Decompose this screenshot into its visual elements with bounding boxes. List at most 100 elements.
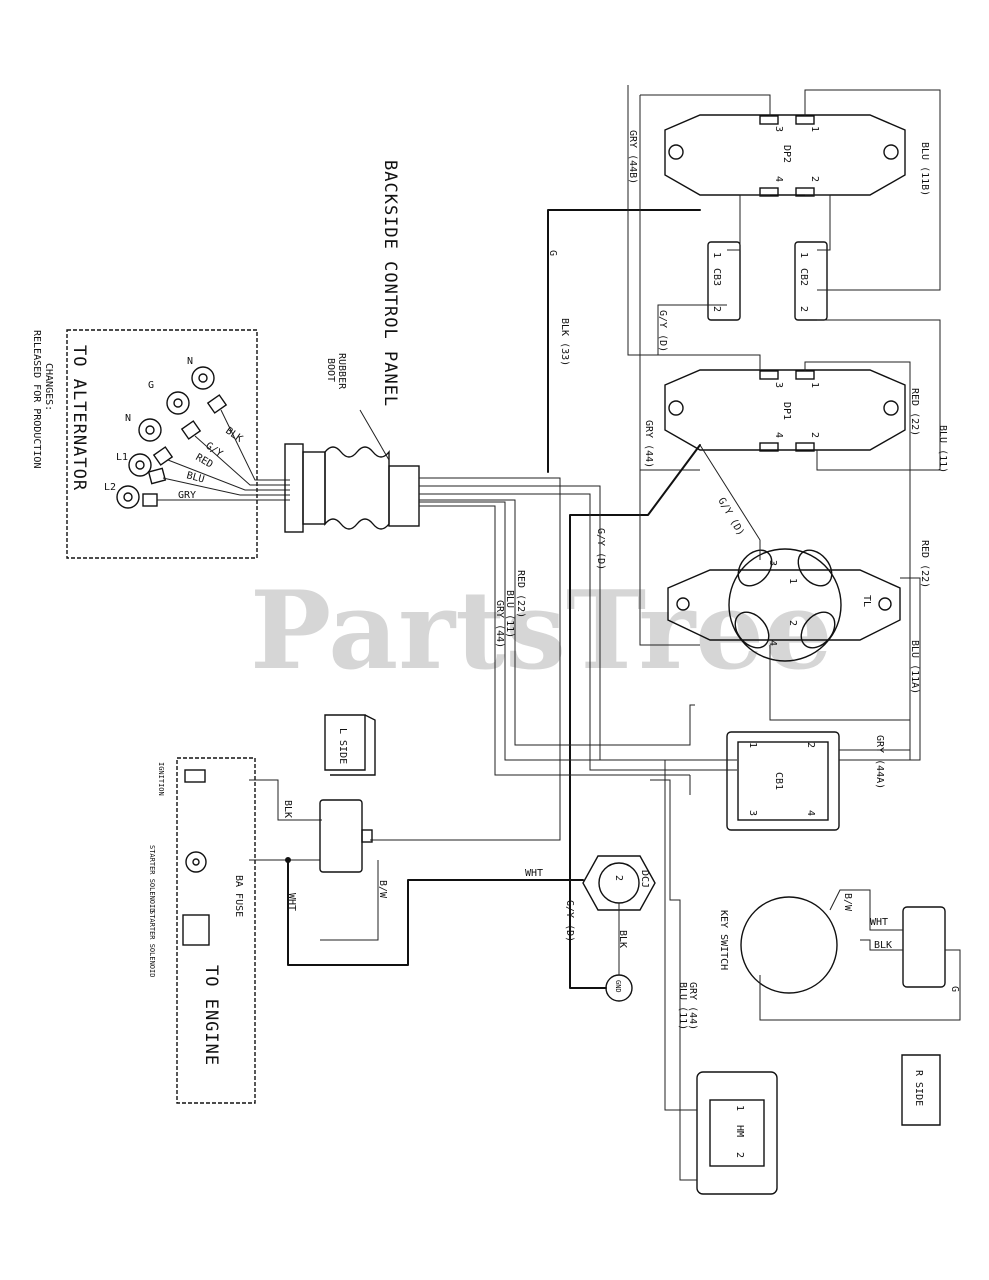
l-side-marker: L SIDE — [324, 714, 376, 776]
svg-text:BLU (11): BLU (11) — [504, 590, 515, 638]
svg-text:G: G — [148, 380, 154, 391]
cb3-label: CB3 — [711, 268, 722, 286]
svg-text:2: 2 — [809, 432, 820, 438]
svg-text:RED (22): RED (22) — [909, 388, 920, 436]
cb1-label: CB1 — [773, 772, 784, 790]
svg-text:N: N — [125, 413, 131, 424]
alternator-box: TO ALTERNATOR — [66, 329, 258, 559]
cb2-breaker: CB2 1 2 — [794, 241, 828, 321]
svg-text:IGNITION: IGNITION — [157, 762, 165, 796]
tl-receptacle: TL 1 2 3 4 — [667, 548, 901, 662]
terminal-block — [319, 799, 373, 873]
svg-text:BLK: BLK — [874, 940, 892, 951]
svg-text:KEY SWITCH: KEY SWITCH — [718, 910, 729, 970]
changes-label: CHANGES: — [43, 363, 54, 411]
svg-text:L2: L2 — [104, 482, 116, 493]
svg-text:GND: GND — [614, 980, 622, 993]
r-side-marker: R SIDE — [901, 1054, 941, 1126]
engine-label: TO ENGINE — [201, 965, 221, 1066]
wire-labels: G BLK (33) GRY (44B) BLU (11B) G/Y (D) G… — [282, 130, 960, 1030]
svg-text:RED (22): RED (22) — [515, 570, 526, 618]
svg-text:2: 2 — [613, 875, 624, 881]
dp1-outlet: DP1 3 1 4 2 — [664, 369, 906, 452]
engine-box: TO ENGINE IGNITION STARTER SOLENOID STAR… — [148, 757, 256, 1104]
svg-text:GRY (44): GRY (44) — [643, 420, 654, 468]
watermark: PartsTree — [250, 568, 833, 694]
dp2-label: DP2 — [781, 145, 792, 163]
svg-text:G: G — [949, 986, 960, 992]
cb2-label: CB2 — [798, 268, 809, 286]
hm-meter: HM 1 2 — [696, 1071, 778, 1195]
dcj-jack: DCJ 2 — [582, 855, 656, 911]
svg-text:RELEASED FOR PRODUCTION: RELEASED FOR PRODUCTION — [31, 330, 42, 468]
tl-label: TL — [861, 595, 872, 607]
alternator-lead-labels: N G N L1 L2 BLK G/Y RED BLU GRY — [104, 356, 244, 501]
svg-text:BLU: BLU — [185, 470, 205, 485]
svg-text:3: 3 — [773, 126, 784, 132]
svg-text:1: 1 — [809, 382, 820, 388]
svg-text:BA FUSE: BA FUSE — [233, 875, 244, 917]
svg-text:1: 1 — [747, 742, 758, 748]
svg-text:2: 2 — [805, 742, 816, 748]
changes-note: RELEASED FOR PRODUCTION — [31, 330, 42, 468]
svg-text:G/Y (D): G/Y (D) — [595, 528, 606, 570]
svg-text:B/W: B/W — [377, 880, 388, 899]
svg-text:N: N — [187, 356, 193, 367]
svg-text:G/Y (D): G/Y (D) — [564, 900, 575, 942]
svg-text:4: 4 — [767, 640, 778, 646]
svg-text:GRY (44A): GRY (44A) — [874, 735, 885, 789]
alternator-label: TO ALTERNATOR — [69, 345, 89, 491]
gnd-terminal: GND — [605, 974, 633, 1002]
svg-text:WHT: WHT — [525, 868, 543, 879]
svg-text:G/Y (D): G/Y (D) — [657, 310, 668, 352]
dp2-outlet: DP2 3 1 4 2 — [664, 114, 906, 197]
svg-text:G/Y (D): G/Y (D) — [715, 496, 746, 538]
svg-text:2: 2 — [787, 620, 798, 626]
svg-text:BLK: BLK — [617, 930, 628, 948]
svg-text:1: 1 — [787, 578, 798, 584]
svg-text:STARTER SOLENOID: STARTER SOLENOID — [148, 910, 156, 977]
svg-text:R SIDE: R SIDE — [913, 1070, 924, 1106]
svg-text:2: 2 — [734, 1152, 745, 1158]
svg-text:RED (22): RED (22) — [919, 540, 930, 588]
svg-text:GRY (44B): GRY (44B) — [627, 130, 638, 184]
svg-text:WHT: WHT — [870, 917, 888, 928]
svg-text:BLK: BLK — [282, 800, 293, 818]
alternator-leads — [157, 409, 290, 501]
svg-text:CHANGES:: CHANGES: — [43, 363, 54, 411]
svg-text:STARTER SOLENOID: STARTER SOLENOID — [148, 845, 156, 912]
diagram-title: BACKSIDE CONTROL PANEL — [380, 160, 400, 407]
svg-text:4: 4 — [773, 432, 784, 438]
svg-text:2: 2 — [809, 176, 820, 182]
svg-text:DCJ: DCJ — [639, 870, 650, 888]
svg-text:1: 1 — [711, 252, 722, 258]
cb3-breaker: CB3 1 2 — [707, 241, 741, 321]
svg-text:2: 2 — [798, 306, 809, 312]
svg-text:GRY (44): GRY (44) — [494, 600, 505, 648]
svg-text:BLK: BLK — [223, 425, 244, 444]
svg-text:HM: HM — [734, 1125, 745, 1137]
rubber-boot: RUBBER BOOT — [284, 353, 420, 533]
svg-text:GRY: GRY — [178, 490, 196, 501]
dp1-label: DP1 — [781, 402, 792, 420]
svg-text:BLU (11B): BLU (11B) — [919, 142, 930, 196]
svg-text:WHT: WHT — [286, 893, 297, 911]
rubber-boot-label: RUBBER — [336, 353, 347, 390]
svg-text:1: 1 — [798, 252, 809, 258]
svg-text:BACKSIDE CONTROL PANEL: BACKSIDE CONTROL PANEL — [380, 160, 400, 407]
svg-text:GRY (44): GRY (44) — [687, 982, 698, 1030]
svg-text:L SIDE: L SIDE — [337, 728, 348, 764]
svg-text:L1: L1 — [116, 452, 128, 463]
svg-text:3: 3 — [747, 810, 758, 816]
svg-text:BLU (11A): BLU (11A) — [909, 640, 920, 694]
svg-text:1: 1 — [734, 1105, 745, 1111]
svg-text:4: 4 — [805, 810, 816, 816]
svg-text:BLU (11): BLU (11) — [937, 425, 948, 473]
svg-text:2: 2 — [711, 306, 722, 312]
key-switch: KEY SWITCH — [718, 896, 946, 994]
alternator-terminals — [116, 366, 228, 509]
svg-text:BLU (11): BLU (11) — [677, 982, 688, 1030]
cb1-breaker: CB1 1 2 3 4 — [726, 731, 840, 831]
svg-text:B/W: B/W — [842, 893, 853, 912]
